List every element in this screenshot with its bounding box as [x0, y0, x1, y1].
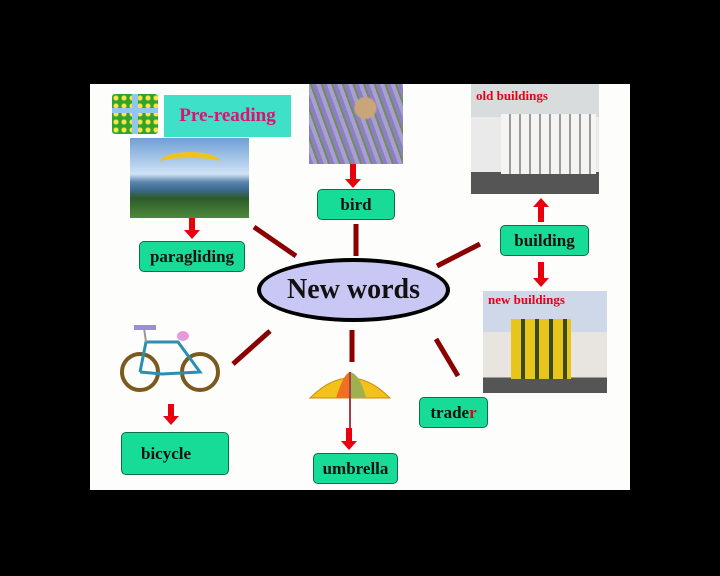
connector-building [435, 241, 482, 269]
connector-lines [231, 224, 482, 378]
word-label: building [514, 230, 575, 250]
word-bird[interactable]: bird [317, 189, 395, 220]
arrow-down-icon [184, 218, 200, 239]
arrow-down-icon [163, 404, 179, 425]
arrow-up-icon [533, 198, 549, 222]
connector-paragliding [252, 224, 298, 259]
title-box: Pre-reading [164, 95, 291, 137]
word-label: umbrella [322, 458, 389, 478]
center-ellipse: New words [257, 258, 450, 322]
arrow-down-icon [533, 262, 549, 287]
word-building[interactable]: building [500, 225, 589, 256]
arrow-down-icon [341, 428, 357, 450]
word-label-highlight: r [469, 402, 477, 422]
page-title: Pre-reading [179, 105, 276, 126]
connector-bicycle [231, 329, 272, 366]
paragliding-photo [130, 138, 249, 218]
caption-old-buildings: old buildings [476, 88, 548, 103]
center-label: New words [287, 274, 420, 305]
arrow-down-icon [345, 164, 361, 188]
connector-trader [433, 337, 461, 378]
old-buildings-photo: old buildings [471, 84, 599, 194]
word-paragliding[interactable]: paragliding [139, 241, 245, 272]
gift-box-icon [112, 94, 158, 134]
word-label: bird [340, 194, 372, 214]
slide: Pre-reading New words paragliding bird o… [90, 84, 630, 490]
word-umbrella[interactable]: umbrella [313, 453, 398, 484]
word-bicycle[interactable]: bicycle [121, 432, 229, 475]
new-buildings-photo: new buildings [483, 291, 607, 393]
word-label: paragliding [149, 246, 235, 266]
word-label: bicycle [141, 443, 192, 463]
caption-new-buildings: new buildings [488, 292, 565, 307]
bicycle-image [120, 325, 220, 392]
word-label: trade [430, 402, 470, 422]
bird-photo [309, 84, 403, 164]
umbrella-image [308, 372, 392, 432]
